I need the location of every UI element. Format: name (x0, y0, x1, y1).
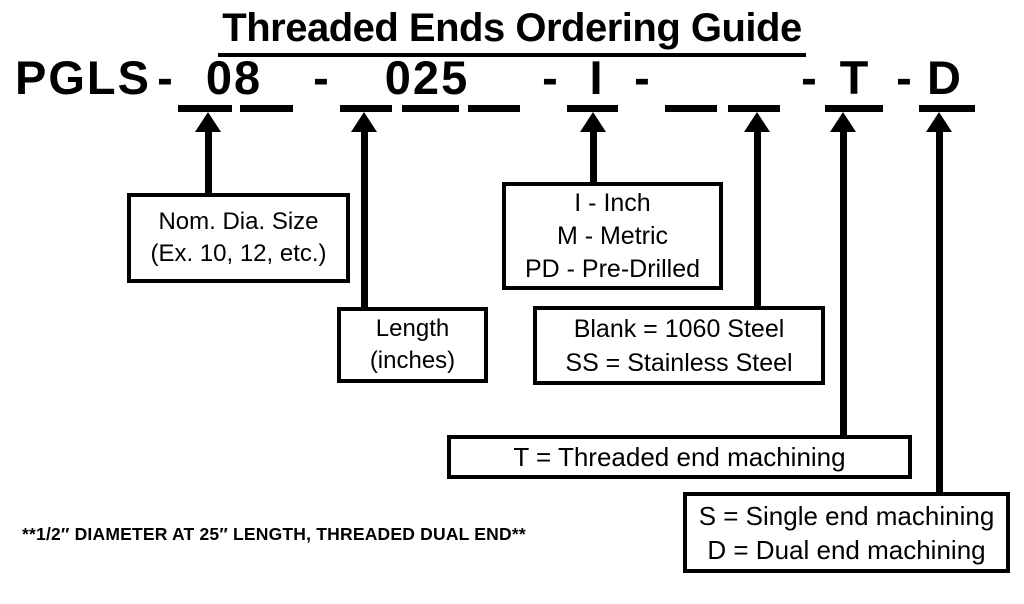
part-code-separator: - (542, 51, 560, 104)
callout-line: Blank = 1060 Steel (573, 314, 785, 343)
callout-material-box: Blank = 1060 Steel SS = Stainless Steel (533, 306, 825, 385)
callout-diameter-box: Nom. Dia. Size (Ex. 10, 12, etc.) (127, 193, 350, 283)
arrow-up-icon (926, 112, 952, 132)
underline-dash (919, 105, 975, 112)
underline-dash (825, 105, 883, 112)
callout-units-box: I - Inch M - Metric PD - Pre-Drilled (502, 182, 723, 290)
page-title: Threaded Ends Ordering Guide (0, 5, 1024, 57)
arrow-up-icon (580, 112, 606, 132)
callout-line: D = Dual end machining (707, 534, 986, 565)
callout-line: M - Metric (556, 221, 669, 250)
callout-line: S = Single end machining (698, 500, 995, 531)
callout-line: Nom. Dia. Size (158, 208, 319, 235)
part-code-ends-value: D (927, 51, 963, 104)
callout-line: PD - Pre-Drilled (524, 254, 701, 283)
part-code-length-value: 025 (384, 51, 470, 104)
part-code-separator: - (157, 51, 175, 104)
footnote-example: **1/2″ DIAMETER AT 25″ LENGTH, THREADED … (22, 524, 526, 544)
callout-line: T = Threaded end machining (513, 442, 846, 472)
callout-line: I - Inch (574, 188, 651, 217)
part-code-separator: - (801, 51, 819, 104)
arrow-up-icon (195, 112, 221, 132)
part-code-separator: - (313, 51, 331, 104)
underline-dash (728, 105, 780, 112)
callout-line: Length (375, 315, 450, 342)
part-code-prefix: PGLS (15, 51, 151, 104)
part-code-diameter-value: 08 (205, 51, 263, 104)
underline-dash (665, 105, 717, 112)
underline-dash (340, 105, 392, 112)
arrow-line (754, 128, 761, 308)
underline-dash (468, 105, 520, 112)
arrow-up-icon (351, 112, 377, 132)
part-code-units-value: I (589, 51, 605, 104)
callout-length-box: Length (inches) (337, 307, 488, 383)
page-title-text: Threaded Ends Ordering Guide (218, 5, 806, 57)
callout-line: (Ex. 10, 12, etc.) (150, 240, 327, 267)
arrow-line (205, 128, 212, 195)
arrow-line (590, 128, 597, 184)
callout-line: (inches) (369, 347, 456, 374)
arrow-line (361, 128, 368, 309)
underline-dash (178, 105, 232, 112)
arrow-up-icon (830, 112, 856, 132)
part-code-machining-value: T (839, 51, 871, 104)
arrow-line (840, 128, 847, 437)
underline-dash (567, 105, 618, 112)
callout-line: SS = Stainless Steel (565, 348, 793, 377)
callout-ends-box: S = Single end machining D = Dual end ma… (683, 492, 1010, 573)
arrow-line (936, 128, 943, 494)
underline-dash (402, 105, 459, 112)
arrow-up-icon (744, 112, 770, 132)
part-code-separator: - (634, 51, 652, 104)
callout-machining-box: T = Threaded end machining (447, 435, 912, 479)
part-code-separator: - (896, 51, 914, 104)
underline-dash (240, 105, 293, 112)
